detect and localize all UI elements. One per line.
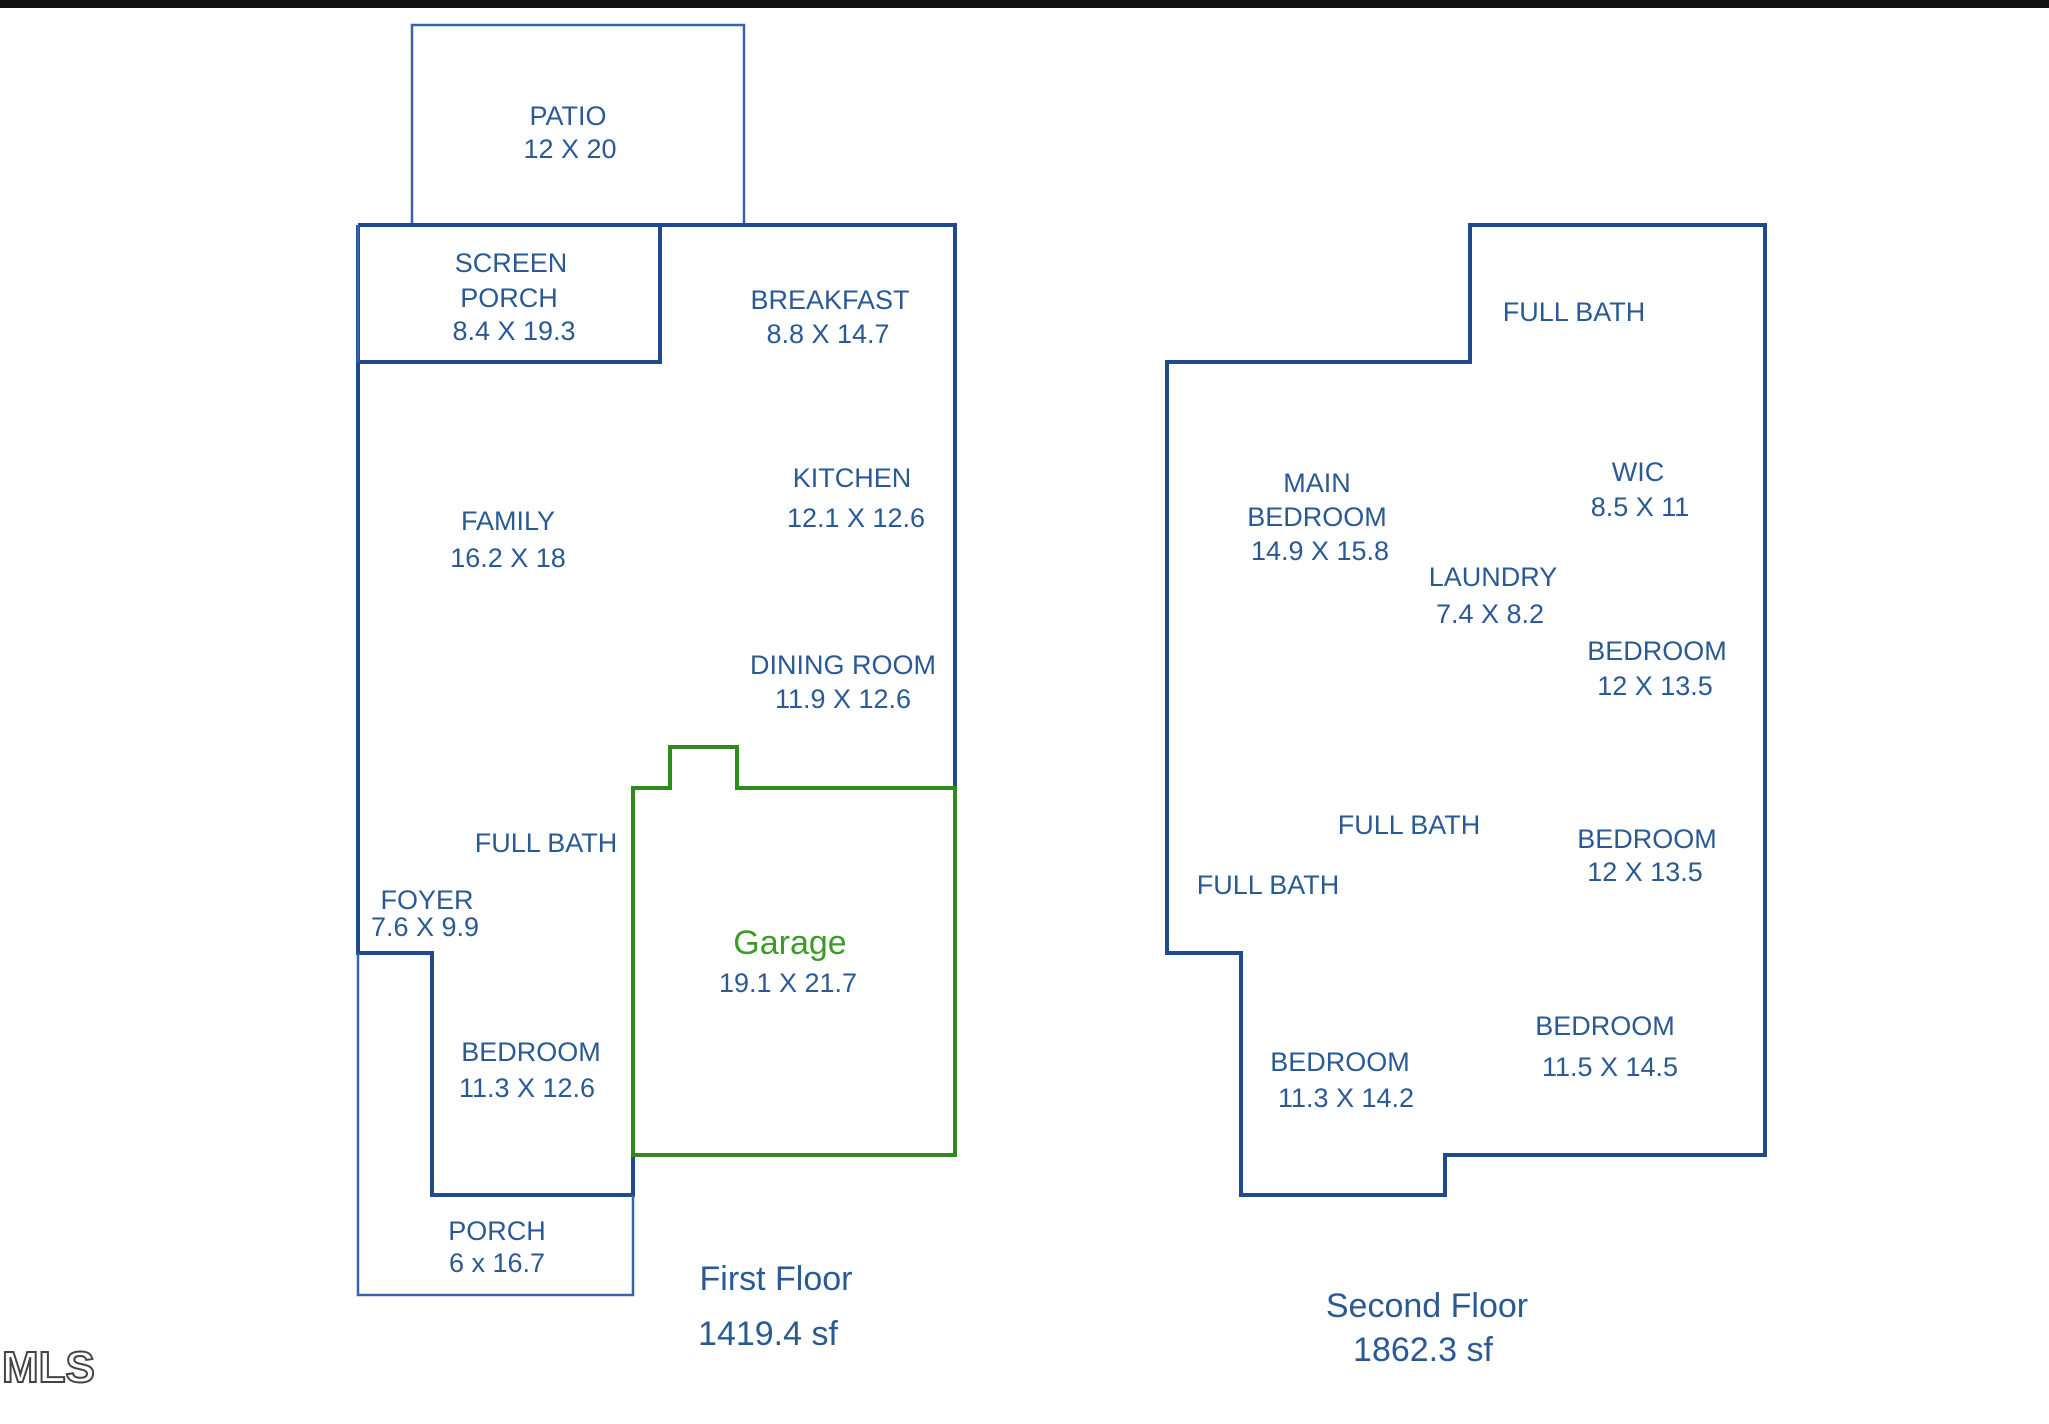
laundry-name: LAUNDRY [1429, 562, 1558, 592]
patio-name: PATIO [529, 101, 606, 131]
garage-outline [631, 745, 957, 1157]
full-bath-mid-name: FULL BATH [1338, 810, 1481, 840]
garage-dims: 19.1 X 21.7 [719, 968, 857, 998]
main-bedroom-dims: 14.9 X 15.8 [1251, 536, 1389, 566]
garage-name: Garage [733, 924, 846, 962]
breakfast-name: BREAKFAST [750, 285, 909, 315]
porch-name: PORCH [448, 1216, 546, 1246]
screen-porch-outline [358, 225, 662, 364]
bedroom-c-dims: 11.5 X 14.5 [1542, 1052, 1678, 1082]
second-floor-walls [1165, 223, 1767, 1197]
front-porch-outline [356, 953, 635, 1297]
family-dims: 16.2 X 18 [450, 543, 566, 573]
bedroom-first-name: BEDROOM [461, 1037, 601, 1067]
screen-porch-name-1: SCREEN [455, 248, 568, 278]
main-bedroom-name-1: MAIN [1283, 468, 1351, 498]
second-floor-outline [1165, 223, 1767, 1197]
screen-porch-name-2: PORCH [460, 283, 558, 313]
screen-porch-dims: 8.4 X 19.3 [452, 316, 575, 346]
family-name: FAMILY [461, 506, 555, 536]
kitchen-name: KITCHEN [793, 463, 912, 493]
second-floor-labels: FULL BATH MAIN BEDROOM 14.9 X 15.8 WIC 8… [1197, 297, 1727, 1369]
bedroom-d-name: BEDROOM [1270, 1047, 1410, 1077]
second-floor-area: 1862.3 sf [1353, 1331, 1493, 1369]
foyer-name: FOYER [380, 885, 473, 915]
top-bar [0, 0, 2049, 8]
foyer-dims: 7.6 X 9.9 [371, 912, 479, 942]
first-floor-title: First Floor [700, 1260, 853, 1298]
bedroom-first-dims: 11.3 X 12.6 [459, 1073, 595, 1103]
bedroom-d-dims: 11.3 X 14.2 [1278, 1083, 1414, 1113]
wic-dims: 8.5 X 11 [1591, 492, 1690, 522]
main-bedroom-name-2: BEDROOM [1247, 502, 1387, 532]
laundry-dims: 7.4 X 8.2 [1436, 599, 1544, 629]
wic-name: WIC [1612, 457, 1664, 487]
second-floor-title: Second Floor [1326, 1287, 1528, 1325]
breakfast-dims: 8.8 X 14.7 [766, 319, 889, 349]
bedroom-a-dims: 12 X 13.5 [1597, 671, 1713, 701]
porch-dims: 6 x 16.7 [449, 1248, 545, 1278]
bedroom-b-dims: 12 X 13.5 [1587, 857, 1703, 887]
mls-watermark: MLS [2, 1343, 95, 1392]
bedroom-a-name: BEDROOM [1587, 636, 1727, 666]
bedroom-b-name: BEDROOM [1577, 824, 1717, 854]
full-bath-left-name: FULL BATH [1197, 870, 1340, 900]
full-bath-top-name: FULL BATH [1503, 297, 1646, 327]
first-floor-labels: PATIO 12 X 20 SCREEN PORCH 8.4 X 19.3 BR… [371, 101, 936, 1353]
dining-room-dims: 11.9 X 12.6 [775, 684, 911, 714]
full-bath-first-name: FULL BATH [475, 828, 618, 858]
first-floor-walls [356, 23, 957, 1297]
bedroom-c-name: BEDROOM [1535, 1011, 1675, 1041]
kitchen-dims: 12.1 X 12.6 [787, 503, 925, 533]
dining-room-name: DINING ROOM [750, 650, 936, 680]
first-floor-area: 1419.4 sf [698, 1315, 838, 1353]
patio-dims: 12 X 20 [523, 134, 616, 164]
